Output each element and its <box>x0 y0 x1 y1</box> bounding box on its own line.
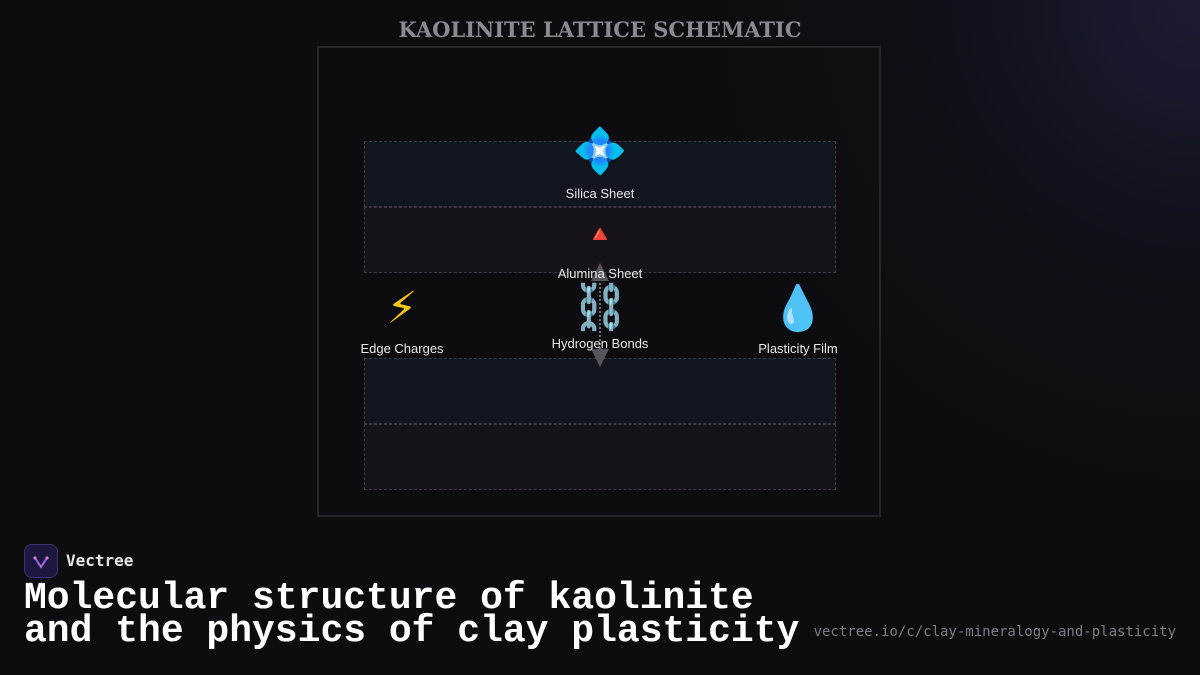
lightning-icon: ⚡ <box>386 283 418 334</box>
diamond-with-dot-icon: 💠 <box>572 126 628 177</box>
plasticity-film-label: Plasticity Film <box>758 341 838 356</box>
red-triangle-icon: 🔺 <box>585 220 615 248</box>
vectree-logo-mark <box>33 556 49 569</box>
vectree-logo-icon <box>24 544 58 578</box>
page-headline: Molecular structure of kaolinite and the… <box>24 577 800 653</box>
diagram-title: KAOLINITE LATTICE SCHEMATIC <box>398 17 802 42</box>
silica-sheet-label: Silica Sheet <box>565 186 635 201</box>
chain-icon: ⛓️ <box>572 282 628 333</box>
alumina-layer-bottom <box>364 424 836 490</box>
alumina-layer-top <box>364 207 836 273</box>
source-url: vectree.io/c/clay-mineralogy-and-plastic… <box>813 624 1176 640</box>
arrow-up-icon <box>591 263 609 281</box>
arrow-down-icon <box>591 349 609 367</box>
silica-layer-top <box>364 141 836 207</box>
silica-layer-bottom <box>364 358 836 424</box>
droplet-icon: 💧 <box>770 283 826 334</box>
brand-name: Vectree <box>66 551 134 570</box>
hydrogen-bonds-label: Hydrogen Bonds <box>551 336 649 351</box>
alumina-sheet-label: Alumina Sheet <box>557 266 643 281</box>
edge-charges-label: Edge Charges <box>360 341 444 356</box>
hydrogen-bond-line <box>599 276 601 356</box>
